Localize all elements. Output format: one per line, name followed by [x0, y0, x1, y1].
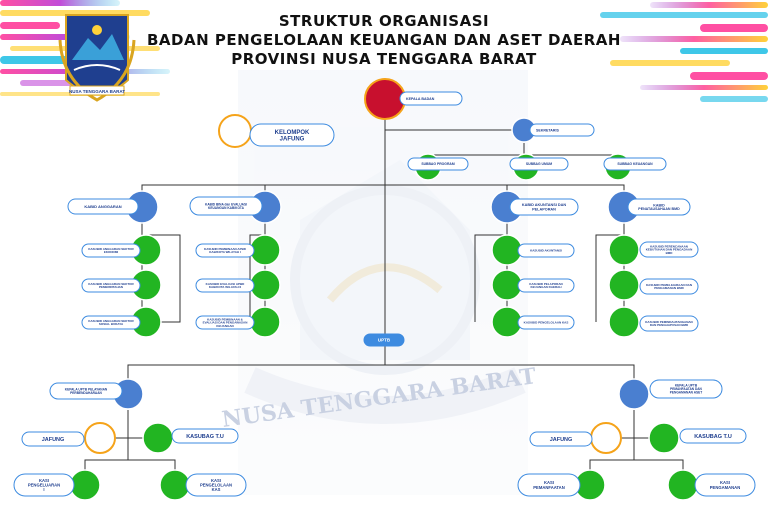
- ntb-emblem-logo: [58, 14, 136, 102]
- label-jafung-left: JAFUNG: [21, 431, 85, 447]
- kasubid-pengelolaan-kas-node: [491, 306, 523, 338]
- label-text: KEPALA BADAN: [406, 97, 435, 101]
- kasi-pengamanan-node: [667, 469, 699, 501]
- label-text: JAFUNG: [42, 437, 65, 443]
- label-kasubag-tu-left: KASUBAG T.U: [171, 428, 239, 444]
- label-text: UPTB: [378, 338, 391, 343]
- label-subbag-umum: SUBBAG UMUM: [509, 157, 569, 171]
- kasubag-tu-left-node: [142, 422, 174, 454]
- label-uptb: UPTB: [363, 333, 405, 347]
- label-text: KASUBID AKUNTANSI: [530, 249, 562, 253]
- header-title-line1: STRUKTUR ORGANISASI: [278, 12, 490, 30]
- label-sekretaris: SEKRETARIS: [529, 123, 595, 137]
- label-kabid-anggaran: KABID ANGGARAN: [67, 198, 139, 215]
- kasubid-evaluasi-apbd-node: [249, 269, 281, 301]
- header-title-line3: PROVINSI NUSA TENGGARA BARAT: [231, 50, 537, 68]
- label-text: KASUBID PENGELOLAAN KAS: [524, 321, 569, 325]
- label-text: SUBBAG PROGRAM: [421, 162, 455, 166]
- kasubid-akuntansi-node: [491, 234, 523, 266]
- label-kepala-badan: KEPALA BADAN: [399, 91, 463, 106]
- kasubid-pembinaan-apbd-node: [249, 234, 281, 266]
- label-text: JAFUNG: [550, 437, 573, 443]
- kelompok-jafung-node: [218, 114, 252, 148]
- label-text: KASUBID PEMBINAAN &EVALUASI DAN PENGAWAS…: [203, 317, 248, 328]
- kasubid-pembinaan-evaluasi-node: [249, 306, 281, 338]
- label-kasubag-tu-right: KASUBAG T.U: [679, 428, 747, 444]
- label-text: SUBBAG KEUANGAN: [617, 162, 653, 166]
- jafung-right-node: [590, 422, 622, 454]
- label-kasubid-c1: KASUBID AKUNTANSI: [517, 243, 575, 258]
- kasubid-pemeliharaan-bmd-node: [608, 269, 640, 301]
- label-text: KASUBAG T.U: [186, 434, 224, 440]
- kepala-uptb-pemanfaatan-node: [618, 378, 650, 410]
- label-jafung-right: JAFUNG: [529, 431, 593, 447]
- label-text: KASUBAG T.U: [694, 434, 732, 440]
- kepala-badan-node: [364, 78, 406, 120]
- label-kasubid-c3: KASUBID PENGELOLAAN KAS: [517, 315, 575, 330]
- kasubag-tu-right-node: [648, 422, 680, 454]
- emblem-caption: NUSA TENGGARA BARAT: [69, 89, 125, 94]
- label-subbag-keuangan: SUBBAG KEUANGAN: [603, 157, 667, 171]
- label-text: SUBBAG UMUM: [526, 162, 552, 166]
- jafung-left-node: [84, 422, 116, 454]
- label-kasubid-b3: KASUBID PEMBINAAN &EVALUASI DAN PENGAWAS…: [195, 315, 255, 330]
- label-text: KABID ANGGARAN: [84, 204, 121, 209]
- label-subbag-program: SUBBAG PROGRAM: [407, 157, 469, 171]
- kasubid-perencanaan-bmd-node: [608, 234, 640, 266]
- decor-stripes-right: [600, 2, 768, 102]
- kasubid-pemindahtanganan-bmd-node: [608, 306, 640, 338]
- header-title-line2: BADAN PENGELOLAAN KEUANGAN DAN ASET DAER…: [147, 31, 621, 49]
- label-text: SEKRETARIS: [536, 128, 559, 132]
- kasubid-pelaporan-node: [491, 269, 523, 301]
